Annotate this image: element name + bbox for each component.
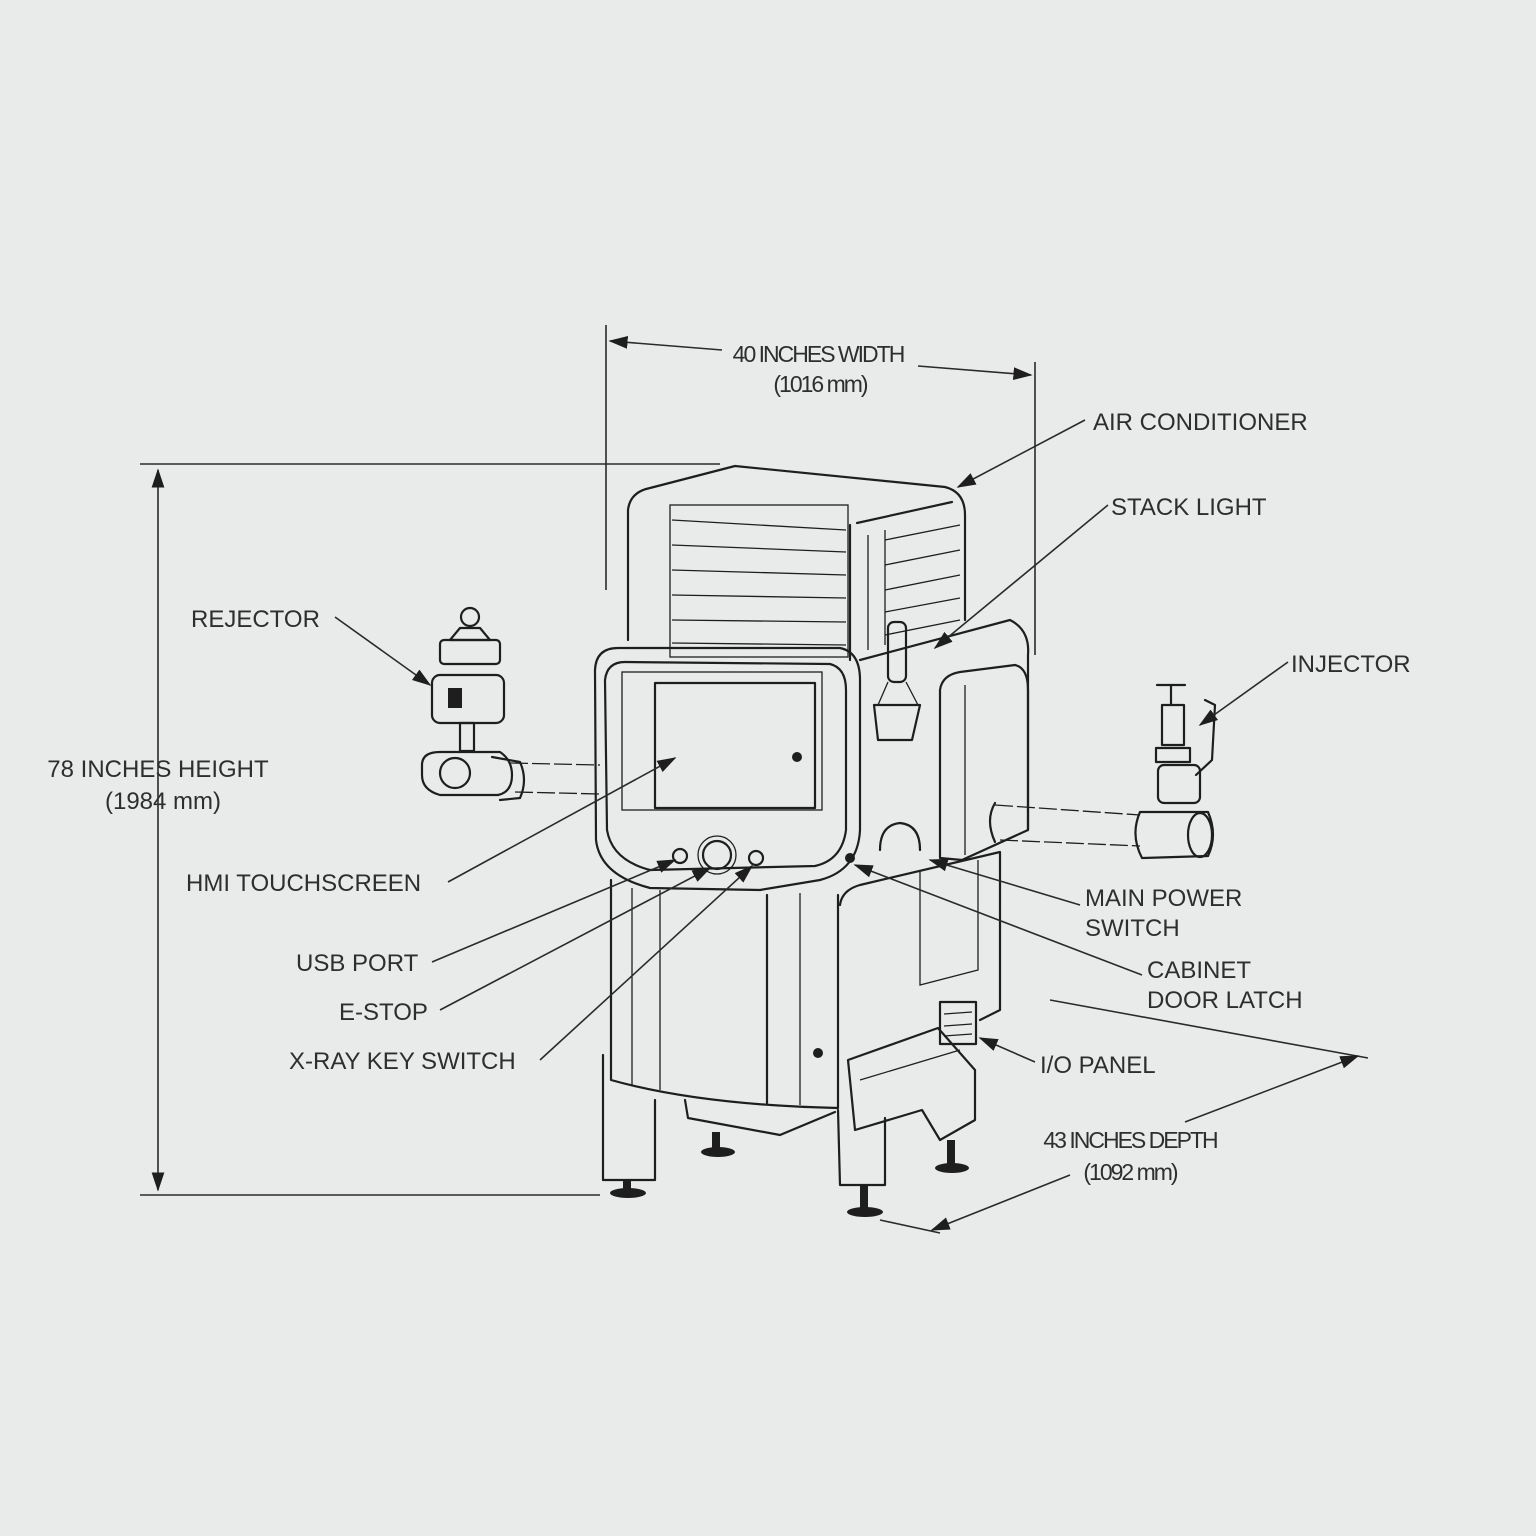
stack-light: [872, 620, 922, 742]
injector: [1134, 683, 1217, 860]
leader-lines: [334, 419, 1289, 1063]
io-panel-label: I/O PANEL: [1040, 1052, 1156, 1079]
injector-label: INJECTOR: [1291, 651, 1411, 678]
width-label: 40 INCHES WIDTH: [733, 341, 904, 367]
io-panel: [938, 1000, 978, 1046]
cabinet-door-latch-icon: [813, 1048, 823, 1058]
main-power-switch-icon: [845, 853, 855, 863]
hmi-touchscreen-label: HMI TOUCHSCREEN: [186, 870, 421, 897]
cabinet: [601, 663, 1030, 1217]
air-conditioner-label: AIR CONDITIONER: [1093, 409, 1308, 436]
dimension-labels: 40 INCHES WIDTH (1016 mm) 78 INCHES HEIG…: [47, 341, 1219, 1185]
e-stop-label: E-STOP: [339, 999, 428, 1026]
depth-dimension: [879, 999, 1369, 1234]
cabinet-door-latch-label-line2: DOOR LATCH: [1147, 987, 1303, 1014]
xray-key-switch-label: X-RAY KEY SWITCH: [289, 1048, 516, 1075]
width-metric: (1016 mm): [773, 371, 868, 397]
depth-label: 43 INCHES DEPTH: [1043, 1127, 1217, 1153]
main-power-switch-label-line1: MAIN POWER: [1085, 885, 1242, 912]
stack-light-label: STACK LIGHT: [1111, 494, 1267, 521]
key-switch-icon: [747, 849, 765, 867]
rejector-label: REJECTOR: [191, 606, 320, 633]
height-label: 78 INCHES HEIGHT: [47, 756, 269, 783]
height-dimension: [140, 463, 720, 1196]
width-dimension: [605, 325, 1036, 655]
hmi-touchscreen-screen: [653, 681, 817, 810]
pipes: [509, 762, 1141, 852]
usb-port-label: USB PORT: [296, 950, 419, 977]
main-frame: [593, 618, 1030, 892]
main-power-switch-label-line2: SWITCH: [1085, 915, 1180, 942]
cabinet-door-latch-label-line1: CABINET: [1147, 957, 1251, 984]
e-stop-button: [701, 839, 733, 871]
callout-labels: AIR CONDITIONER STACK LIGHT REJECTOR INJ…: [186, 409, 1411, 1079]
usb-port-icon: [671, 847, 689, 865]
depth-metric: (1092 mm): [1083, 1159, 1178, 1185]
air-conditioner: [626, 464, 967, 662]
height-metric: (1984 mm): [105, 788, 221, 815]
rejector: [420, 606, 526, 802]
